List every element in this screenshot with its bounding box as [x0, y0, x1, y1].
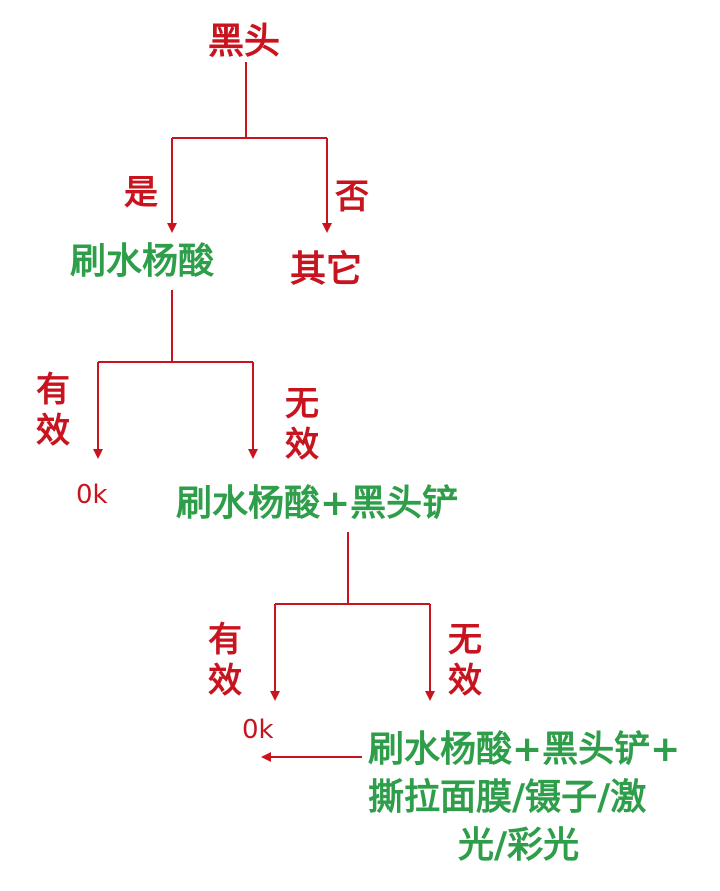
step3-node-line-2: 撕拉面膜/镊子/激: [368, 777, 647, 818]
edge-label-no: 否: [335, 177, 369, 217]
step3-node-line-3: 光/彩光: [458, 825, 580, 866]
edge-label-ineffective-1: 无效: [285, 384, 319, 465]
edge-label-yes: 是: [124, 173, 158, 213]
step2-node: 刷水杨酸+黑头铲: [176, 483, 459, 524]
root-node: 黑头: [208, 21, 281, 62]
other-node: 其它: [290, 249, 363, 290]
ok-node-2: 0k: [242, 715, 274, 745]
edge-label-effective-2: 有效: [208, 620, 242, 701]
edge-label-effective-1: 有效: [36, 370, 70, 451]
edge-label-ineffective-2: 无效: [448, 620, 482, 701]
step3-node-line-1: 刷水杨酸+黑头铲+: [368, 729, 681, 770]
ok-node-1: 0k: [76, 480, 108, 510]
step1-node: 刷水杨酸: [70, 241, 215, 282]
